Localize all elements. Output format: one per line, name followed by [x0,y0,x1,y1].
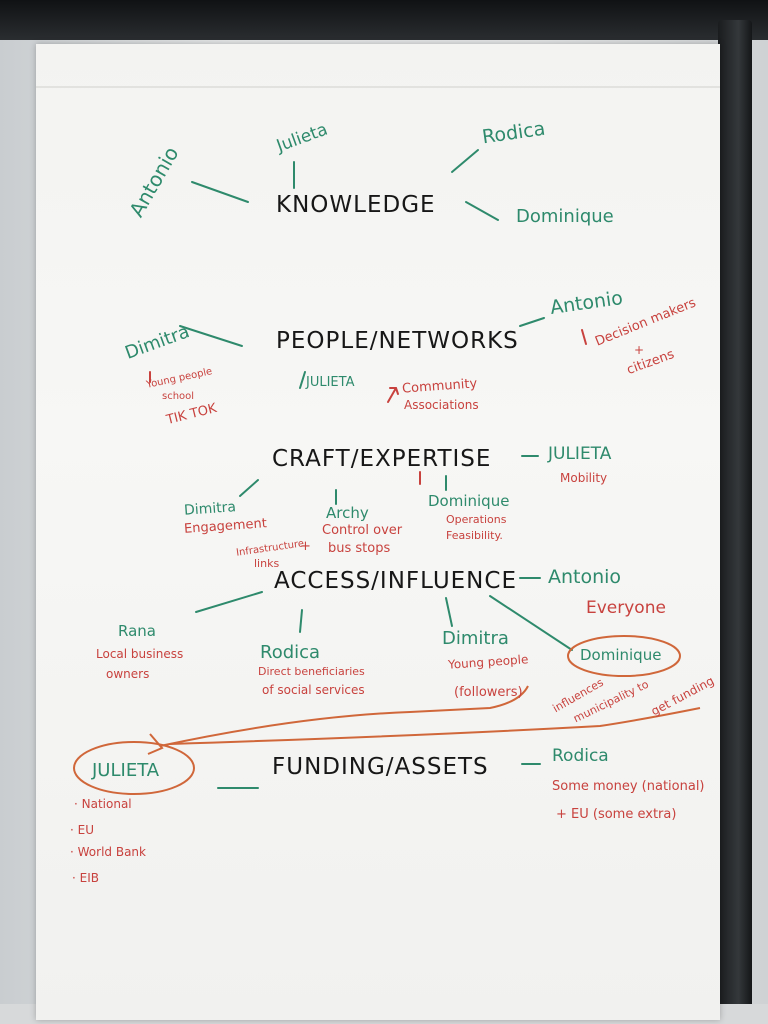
funding-list-item: · EIB [72,871,99,885]
easel-side-frame [718,20,752,1024]
category-access-influence: ACCESS/INFLUENCE [274,568,517,594]
craft-plus: + [300,539,311,554]
access-rana: Rana [118,622,156,640]
craft-dimitra: Dimitra [183,499,237,519]
access-rana-note2: owners [106,667,150,681]
funding-rodica-note2: + EU (some extra) [556,807,677,822]
funding-julieta: JULIETA [92,760,160,781]
access-everyone: Everyone [586,598,666,618]
category-people-networks: PEOPLE/NETWORKS [276,328,519,354]
funding-rodica-note1: Some money (national) [552,779,705,794]
access-rodica: Rodica [260,642,321,663]
craft-archy-note2: bus stops [328,541,391,556]
craft-dominique-note1: Operations [446,513,507,526]
funding-rodica: Rodica [552,746,609,766]
access-dimitra-note2: (followers) [454,685,523,700]
access-rana-note1: Local business [96,647,184,661]
craft-julieta-note: Mobility [560,471,608,485]
craft-julieta: JULIETA [548,444,612,464]
access-rodica-note1: Direct beneficiaries [258,665,365,678]
funding-list-item: · World Bank [70,845,146,859]
category-knowledge: KNOWLEDGE [276,192,436,218]
access-dominique: Dominique [580,646,662,664]
people-community-line2: Associations [404,398,479,412]
access-dimitra: Dimitra [442,628,509,649]
category-craft-expertise: CRAFT/EXPERTISE [272,446,492,472]
craft-dominique: Dominique [428,492,510,510]
funding-list-item: · EU [70,823,94,837]
access-rodica-note2: of social services [262,683,365,697]
access-antonio: Antonio [548,566,622,588]
knowledge-dominique: Dominique [516,206,614,227]
flipchart-paper [36,44,720,1020]
funding-list-item: · National [74,797,132,811]
craft-archy: Archy [326,504,369,522]
easel-top-bar [0,0,768,40]
people-dimitra-note2: school [162,391,195,402]
craft-dominique-note2: Feasibility. [446,529,503,542]
craft-archy-note1: Control over [322,523,403,538]
people-antonio-note2: + [634,343,645,357]
paper-fold-line [36,86,720,88]
people-julieta: JULIETA [306,375,355,390]
category-funding-assets: FUNDING/ASSETS [272,754,489,780]
craft-infra-line2: links [254,557,280,570]
